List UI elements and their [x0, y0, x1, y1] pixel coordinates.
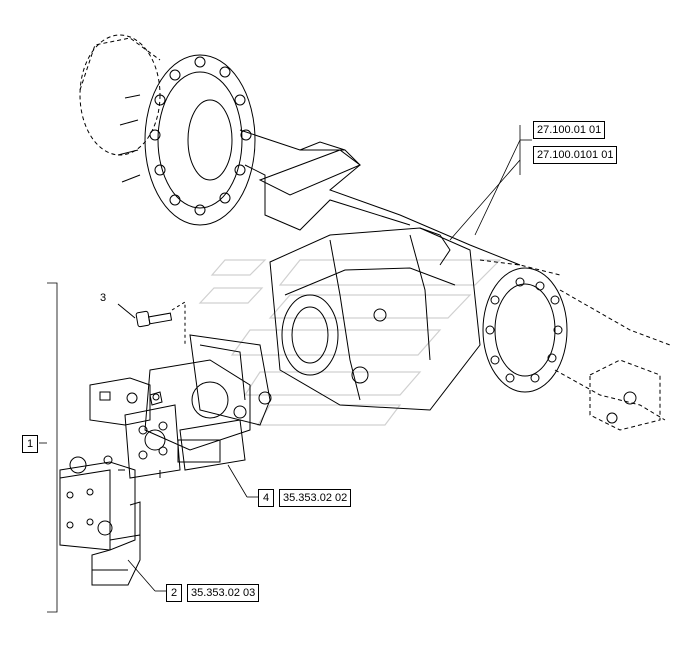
item-2-label[interactable]: 2 [166, 584, 183, 602]
valve-block [89, 377, 181, 479]
right-hub-bolts [485, 277, 563, 383]
axle-leader-lines [449, 125, 532, 241]
item-leader-lines [39, 282, 258, 613]
axle-ref-label-1[interactable]: 27.100.01 01 [533, 121, 606, 139]
item-2-ref-label[interactable]: 35.353.02 03 [187, 584, 260, 602]
watermark-logo [198, 259, 502, 426]
item-3-label[interactable]: 3 [100, 292, 107, 304]
axle-ref-label-2[interactable]: 27.100.0101 01 [533, 146, 618, 164]
bolt-part [117, 301, 186, 345]
item-4-label[interactable]: 4 [258, 489, 275, 507]
item-4-ref-label[interactable]: 35.353.02 02 [279, 489, 352, 507]
control-valve [59, 455, 141, 586]
item-1-label[interactable]: 1 [22, 435, 39, 453]
hydraulic-motor [144, 334, 272, 471]
hub-bolts [149, 56, 252, 216]
axle-housing [79, 34, 671, 431]
